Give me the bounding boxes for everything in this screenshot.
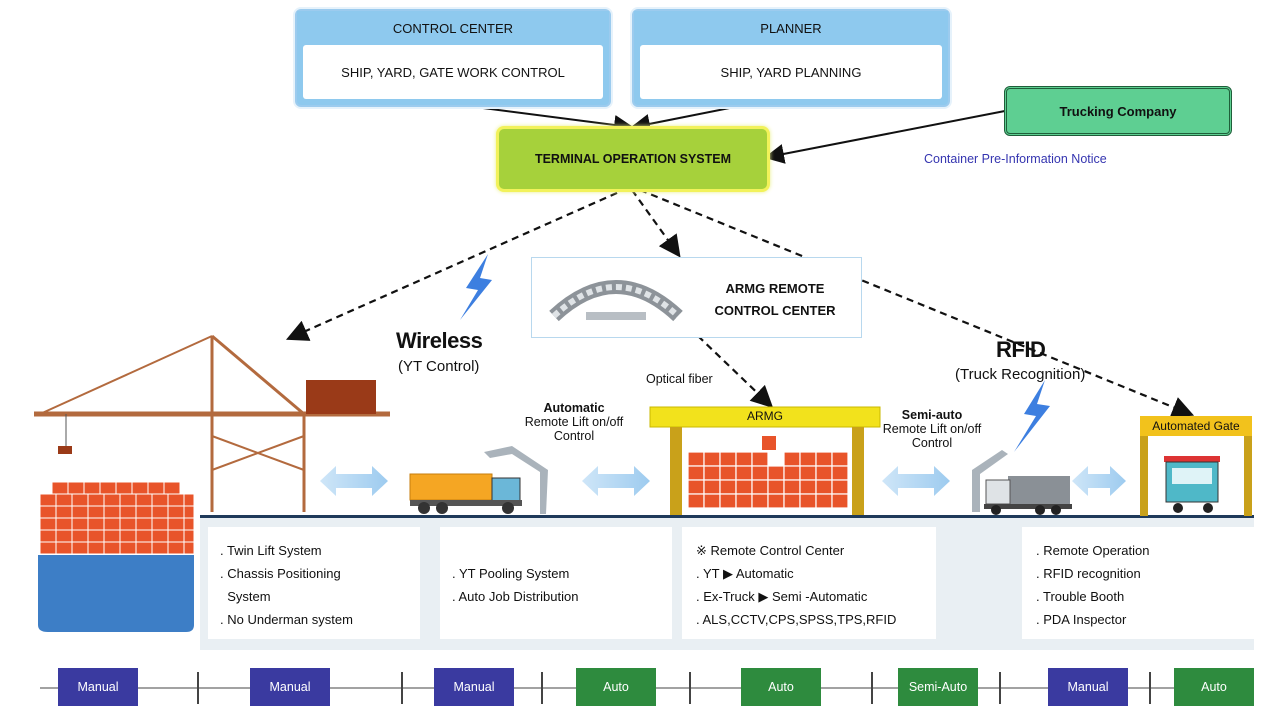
terminal-operation-system: TERMINAL OPERATION SYSTEM: [496, 126, 770, 192]
semi-auto-line2: Control: [911, 436, 953, 450]
quay-item-2: . Chassis Positioning: [220, 566, 341, 581]
control-room-icon: [549, 280, 683, 322]
armg-center-line2: CONTROL CENTER: [714, 303, 836, 318]
semi-auto-label: Semi-auto Remote Lift on/off Control: [872, 408, 992, 450]
double-arrow-4: [1072, 466, 1126, 496]
armg-remote-control-center: ARMG REMOTE CONTROL CENTER: [531, 257, 862, 338]
gate-item-4: . PDA Inspector: [1036, 612, 1127, 627]
quay-item-3: System: [220, 589, 271, 604]
automatic-label: Automatic Remote Lift on/off Control: [510, 401, 638, 443]
yard-item-2: . YT ▶ Automatic: [696, 566, 794, 581]
mode-badge-manual: Manual: [1048, 668, 1128, 706]
trucking-company: Trucking Company: [1004, 86, 1232, 136]
arrow-control-to-tos: [451, 103, 634, 135]
armg-label: ARMG: [747, 409, 783, 423]
automated-gate-graphic: [1140, 416, 1252, 516]
external-truck-graphic: [972, 450, 1072, 515]
control-center-title: CONTROL CENTER: [297, 11, 609, 45]
yard-item-4: . ALS,CCTV,CPS,SPSS,TPS,RFID: [696, 612, 897, 627]
notice-label: Container Pre-Information Notice: [924, 152, 1107, 166]
double-arrow-3: [882, 466, 950, 496]
semi-auto-title: Semi-auto: [901, 408, 963, 422]
dashed-arrow-optical-fiber: [697, 335, 774, 409]
dashed-arrow-to-crane: [285, 186, 629, 341]
yard-item-3: . Ex-Truck ▶ Semi -Automatic: [696, 589, 868, 604]
yard-info-panel: ※ Remote Control Center . YT ▶ Automatic…: [682, 527, 936, 639]
automatic-title: Automatic: [543, 401, 605, 415]
automatic-line2: Control: [553, 429, 595, 443]
ship-graphic: [38, 481, 195, 632]
planner-box: PLANNER SHIP, YARD PLANNING: [632, 9, 950, 107]
gate-item-1: . Remote Operation: [1036, 543, 1150, 558]
mode-badge-auto: Auto: [576, 668, 656, 706]
yard-truck-graphic: [409, 446, 548, 514]
mode-badge-manual: Manual: [434, 668, 514, 706]
armg-center-label: ARMG REMOTE CONTROL CENTER: [700, 278, 850, 322]
armg-crane-graphic: [649, 406, 881, 515]
automatic-line1: Remote Lift on/off: [524, 415, 624, 429]
mode-badge-manual: Manual: [58, 668, 138, 706]
armg-center-line1: ARMG REMOTE: [725, 281, 825, 296]
semi-auto-line1: Remote Lift on/off: [882, 422, 982, 436]
wireless-title: Wireless: [396, 328, 483, 353]
yt-item-2: . Auto Job Distribution: [452, 589, 579, 604]
quay-info-panel: . Twin Lift System . Chassis Positioning…: [208, 527, 420, 639]
planner-title: PLANNER: [634, 11, 948, 45]
mode-badge-manual: Manual: [250, 668, 330, 706]
mode-badge-auto: Auto: [741, 668, 821, 706]
planner-body: SHIP, YARD PLANNING: [640, 45, 942, 99]
quay-item-1: . Twin Lift System: [220, 543, 322, 558]
mode-badge-semi-auto: Semi-Auto: [898, 668, 978, 706]
arrow-trucking-to-tos: [764, 109, 1011, 164]
automated-gate-label: Automated Gate: [1152, 419, 1240, 433]
rfid-subtitle: (Truck Recognition): [955, 366, 1086, 383]
lightning-icon-rfid: [1014, 380, 1050, 452]
quay-crane-graphic: [34, 334, 390, 512]
dashed-arrow-to-armg-center: [631, 189, 681, 258]
dashed-arrow-to-gate: [639, 188, 1195, 418]
gate-item-3: . Trouble Booth: [1036, 589, 1125, 604]
yt-info-panel: . YT Pooling System . Auto Job Distribut…: [440, 527, 672, 639]
control-center-body: SHIP, YARD, GATE WORK CONTROL: [303, 45, 603, 99]
lightning-icon-wireless: [460, 254, 492, 320]
gate-item-2: . RFID recognition: [1036, 566, 1141, 581]
double-arrow-2: [582, 466, 650, 496]
mode-badge-auto: Auto: [1174, 668, 1254, 706]
yt-item-1: . YT Pooling System: [452, 566, 570, 581]
gate-info-panel: . Remote Operation . RFID recognition . …: [1022, 527, 1256, 639]
yard-item-1: ※ Remote Control Center: [696, 543, 845, 558]
wireless-subtitle: (YT Control): [398, 358, 480, 375]
rfid-title: RFID: [996, 337, 1046, 362]
double-arrow-1: [320, 466, 388, 496]
optical-fiber-label: Optical fiber: [646, 372, 713, 386]
quay-item-4: . No Underman system: [220, 612, 353, 627]
control-center-box: CONTROL CENTER SHIP, YARD, GATE WORK CON…: [295, 9, 611, 107]
